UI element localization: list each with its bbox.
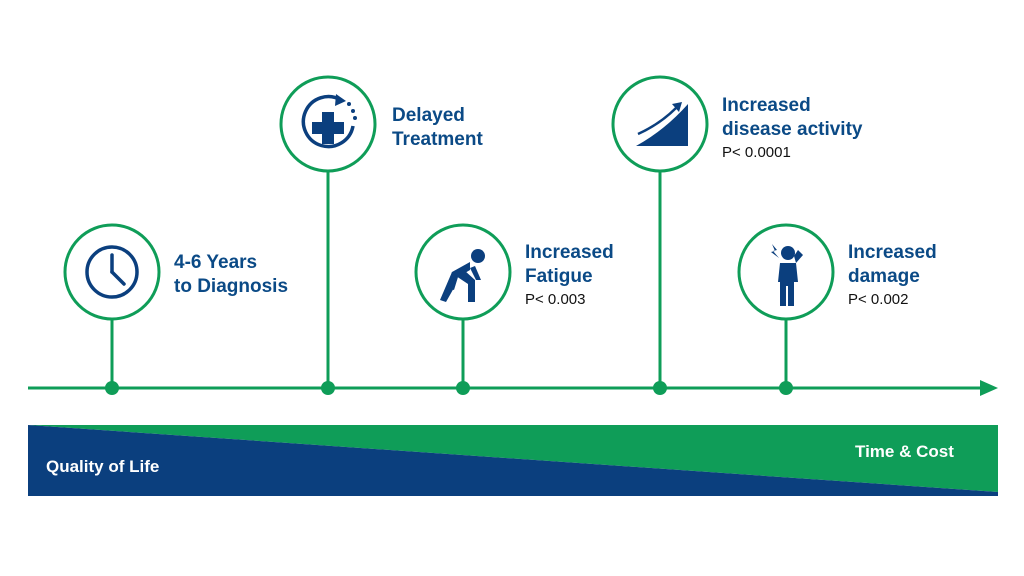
label-activity: Increased disease activity P< 0.0001 bbox=[722, 94, 862, 162]
quality-of-life-label: Quality of Life bbox=[46, 457, 160, 476]
label-treatment-line1: Delayed bbox=[392, 105, 465, 126]
label-fatigue-line2: Fatigue bbox=[525, 266, 593, 287]
label-damage: Increased damage P< 0.002 bbox=[848, 241, 937, 309]
label-treatment-line2: Treatment bbox=[392, 129, 483, 150]
timeline-dot-activity bbox=[653, 381, 667, 395]
label-treatment: Delayed Treatment bbox=[392, 104, 483, 152]
time-cost-label: Time & Cost bbox=[855, 442, 954, 461]
label-damage-line1: Increased bbox=[848, 242, 937, 263]
timeline-arrowhead bbox=[980, 380, 998, 396]
headache-person-icon bbox=[771, 244, 803, 306]
label-activity-line2: disease activity bbox=[722, 119, 863, 140]
label-diagnosis: 4-6 Years to Diagnosis bbox=[174, 251, 288, 299]
rising-trend-icon bbox=[636, 102, 688, 146]
label-diagnosis-line2: to Diagnosis bbox=[174, 276, 289, 297]
milestone-circle-activity bbox=[611, 75, 709, 173]
label-activity-line1: Increased bbox=[722, 95, 811, 116]
label-diagnosis-line1: 4-6 Years bbox=[174, 252, 258, 273]
timeline-dot-damage bbox=[779, 381, 793, 395]
tired-person-icon bbox=[440, 249, 485, 302]
label-fatigue-pvalue: P< 0.003 bbox=[525, 291, 586, 308]
clock-icon bbox=[85, 245, 139, 299]
label-fatigue-line1: Increased bbox=[525, 242, 614, 263]
timeline-dot-treatment bbox=[321, 381, 335, 395]
medical-cross-icon bbox=[301, 94, 357, 149]
timeline-dot-fatigue bbox=[456, 381, 470, 395]
label-activity-pvalue: P< 0.0001 bbox=[722, 144, 791, 161]
label-fatigue: Increased Fatigue P< 0.003 bbox=[525, 241, 614, 309]
label-damage-line2: damage bbox=[848, 266, 920, 287]
label-damage-pvalue: P< 0.002 bbox=[848, 291, 909, 308]
timeline-dot-diagnosis bbox=[105, 381, 119, 395]
quality-of-life-band bbox=[28, 425, 998, 496]
